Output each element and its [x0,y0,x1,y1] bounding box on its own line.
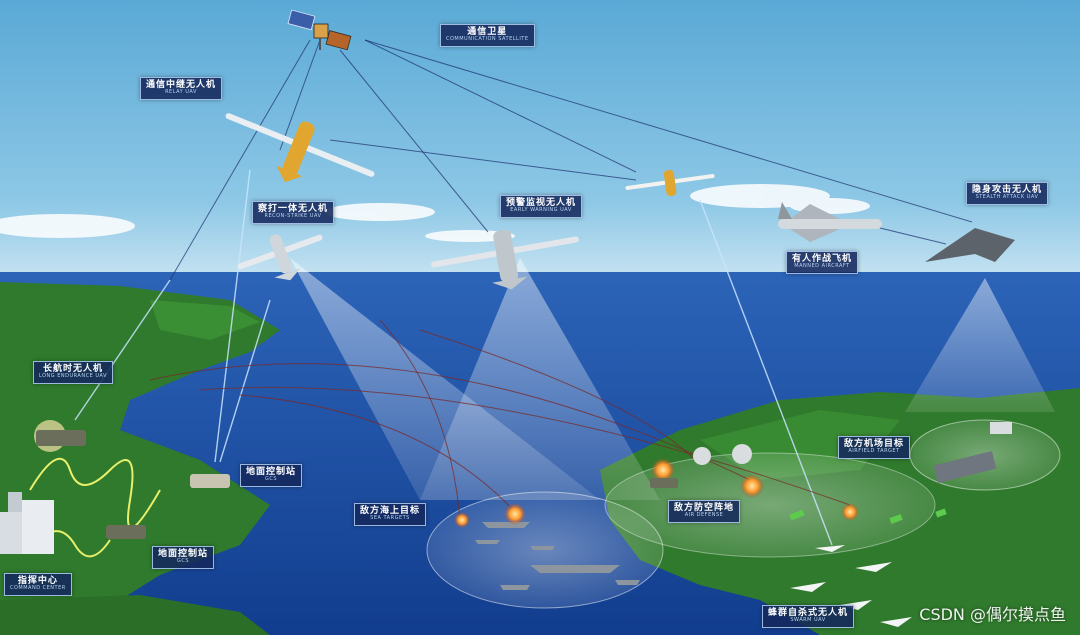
label-subtitle: RELAY UAV [165,89,197,96]
label-subtitle: SEA TARGETS [370,515,410,522]
label-title: 敌方机场目标 [844,439,905,449]
clouds [0,184,870,242]
label-subtitle: MANNED AIRCRAFT [794,263,850,270]
label-title: 通信中继无人机 [146,80,217,90]
label-title: 敌方防空阵地 [674,503,735,513]
label-recon-strike-uav: 察打一体无人机 RECON-STRIKE UAV [252,201,335,225]
label-title: 指挥中心 [17,576,58,586]
label-title: 隐身攻击无人机 [972,185,1043,195]
manned-aircraft-icon [778,202,882,242]
ground-links [74,169,833,546]
label-title: 察打一体无人机 [258,204,329,214]
label-subtitle: COMMUNICATION SATELLITE [446,36,529,43]
radar-dish-icon [693,447,711,465]
label-subtitle: GCS [264,476,278,483]
ground-vehicle-icon [36,430,86,446]
air-defense-zone [604,452,936,558]
label-sea-target: 敌方海上目标 SEA TARGETS [354,503,427,527]
recon-strike-uav-icon [237,234,323,281]
destroyer-icon [530,565,620,573]
label-subtitle: AIR DEFENSE [684,512,724,519]
label-title: 敌方海上目标 [360,506,421,516]
swarm-uavs [790,545,912,627]
ground-units [36,422,1012,539]
label-title: 地面控制站 [246,467,297,477]
sensor-beams [290,258,1055,500]
label-ground-station-2: 地面控制站 GCS [152,546,215,570]
field-markers [789,508,947,524]
label-manned-aircraft: 有人作战飞机 MANNED AIRCRAFT [786,251,859,275]
label-title: 预警监视无人机 [506,198,577,208]
label-title: 有人作战飞机 [792,254,853,264]
datalinks [169,39,973,281]
label-enemy-air-defense: 敌方防空阵地 AIR DEFENSE [668,500,741,524]
label-enemy-airport: 敌方机场目标 AIRFIELD TARGET [838,436,911,460]
label-subtitle: STEALTH ATTACK UAV [975,194,1039,201]
label-long-endurance-uav: 长航时无人机 LONG ENDURANCE UAV [33,361,114,385]
satellite-icon [287,9,352,51]
label-comm-satellite: 通信卫星 COMMUNICATION SATELLITE [440,24,535,48]
hangar-icon [933,451,997,483]
label-title: 蜂群自杀式无人机 [768,608,849,618]
jeep-icon [190,474,230,488]
label-control-center: 指挥中心 COMMAND CENTER [4,573,72,597]
label-subtitle: COMMAND CENTER [10,585,66,592]
label-subtitle: GCS [176,558,190,565]
label-title: 通信卫星 [467,27,508,37]
long-endurance-uav-icon [625,169,715,197]
label-relay-uav: 通信中继无人机 RELAY UAV [140,77,223,101]
label-subtitle: RECON-STRIKE UAV [264,213,322,220]
command-center-building [0,492,54,554]
label-subtitle: EARLY WARNING UAV [510,207,572,214]
sky [0,0,1080,290]
label-early-warning-uav: 预警监视无人机 EARLY WARNING UAV [500,195,583,219]
label-subtitle: LONG ENDURANCE UAV [39,373,108,380]
label-title: 长航时无人机 [43,364,104,374]
stealth-uav-icon [925,228,1015,262]
relay-uav-icon [225,113,375,183]
label-subtitle: AIRFIELD TARGET [848,448,900,455]
label-swarm-uav: 蜂群自杀式无人机 SWARM UAV [762,605,855,629]
watermark: CSDN @偶尔摸点鱼 [919,605,1066,624]
early-warning-uav-icon [431,229,579,290]
label-stealth-uav: 隐身攻击无人机 STEALTH ATTACK UAV [966,182,1049,206]
missile-trajectories [149,319,851,521]
label-subtitle: SWARM UAV [790,617,826,624]
label-ground-station-1: 地面控制站 GCS [240,464,303,488]
label-title: 地面控制站 [158,549,209,559]
